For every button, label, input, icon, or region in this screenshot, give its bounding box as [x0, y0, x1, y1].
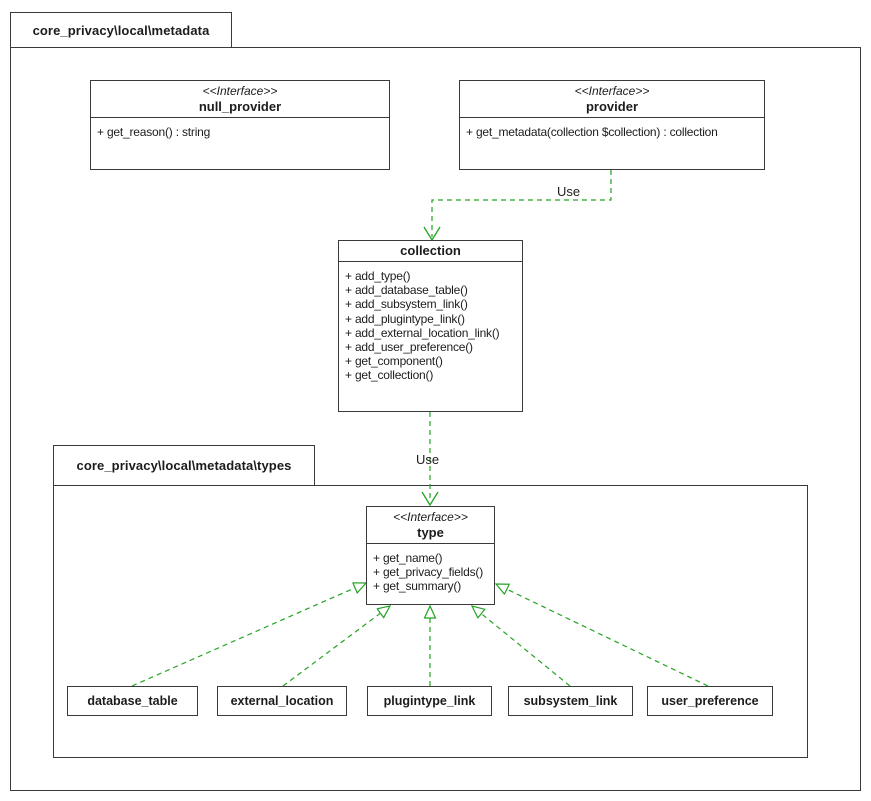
- class-type: <<Interface>> type + get_name() + get_pr…: [366, 506, 495, 605]
- method: + add_user_preference(): [345, 340, 473, 355]
- class-name: null_provider: [198, 99, 282, 114]
- node-label: external_location: [230, 694, 334, 708]
- method: + get_metadata(collection $collection) :…: [466, 125, 718, 139]
- class-header: collection: [339, 241, 522, 262]
- method-list: + get_name() + get_privacy_fields() + ge…: [367, 544, 494, 594]
- node-database-table: database_table: [67, 686, 198, 716]
- inner-package-label: core_privacy\local\metadata\types: [76, 458, 292, 473]
- node-label: user_preference: [661, 694, 759, 708]
- method: + add_plugintype_link(): [345, 311, 465, 326]
- method-list: + get_metadata(collection $collection) :…: [460, 118, 764, 139]
- method-list: + get_reason() : string: [91, 118, 389, 139]
- class-name: provider: [585, 99, 638, 114]
- stereotype-label: <<Interface>>: [202, 84, 278, 98]
- node-label: subsystem_link: [523, 694, 618, 708]
- node-plugintype-link: plugintype_link: [367, 686, 492, 716]
- stereotype-label: <<Interface>>: [574, 84, 650, 98]
- method-list: + add_type() + add_database_table() + ad…: [339, 262, 522, 383]
- outer-package-tab: core_privacy\local\metadata: [10, 12, 232, 48]
- outer-package-label: core_privacy\local\metadata: [32, 22, 210, 38]
- class-collection: collection + add_type() + add_database_t…: [338, 240, 523, 412]
- method: + add_type(): [345, 269, 411, 283]
- node-subsystem-link: subsystem_link: [508, 686, 633, 716]
- node-label: database_table: [87, 694, 178, 708]
- method: + get_collection(): [345, 368, 434, 383]
- stereotype-label: <<Interface>>: [393, 510, 468, 524]
- method: + get_privacy_fields(): [373, 565, 483, 580]
- class-name: type: [417, 525, 444, 540]
- method: + get_reason() : string: [97, 125, 211, 139]
- class-name: collection: [400, 243, 461, 258]
- class-header: <<Interface>> provider: [460, 81, 764, 118]
- node-label: plugintype_link: [383, 694, 476, 708]
- inner-package-tab: core_privacy\local\metadata\types: [53, 445, 315, 486]
- method: + get_summary(): [373, 579, 462, 594]
- class-provider: <<Interface>> provider + get_metadata(co…: [459, 80, 765, 170]
- node-user-preference: user_preference: [647, 686, 773, 716]
- node-external-location: external_location: [217, 686, 347, 716]
- method: + add_external_location_link(): [345, 325, 500, 340]
- use-edge-label: Use: [557, 184, 581, 199]
- method: + add_subsystem_link(): [345, 297, 468, 312]
- method: + get_name(): [373, 551, 443, 565]
- class-header: <<Interface>> type: [367, 507, 494, 544]
- method: + add_database_table(): [345, 283, 468, 298]
- class-null-provider: <<Interface>> null_provider + get_reason…: [90, 80, 390, 170]
- outer-package-body: [10, 47, 861, 791]
- method: + get_component(): [345, 354, 443, 369]
- class-header: <<Interface>> null_provider: [91, 81, 389, 118]
- use-edge-label: Use: [416, 452, 440, 467]
